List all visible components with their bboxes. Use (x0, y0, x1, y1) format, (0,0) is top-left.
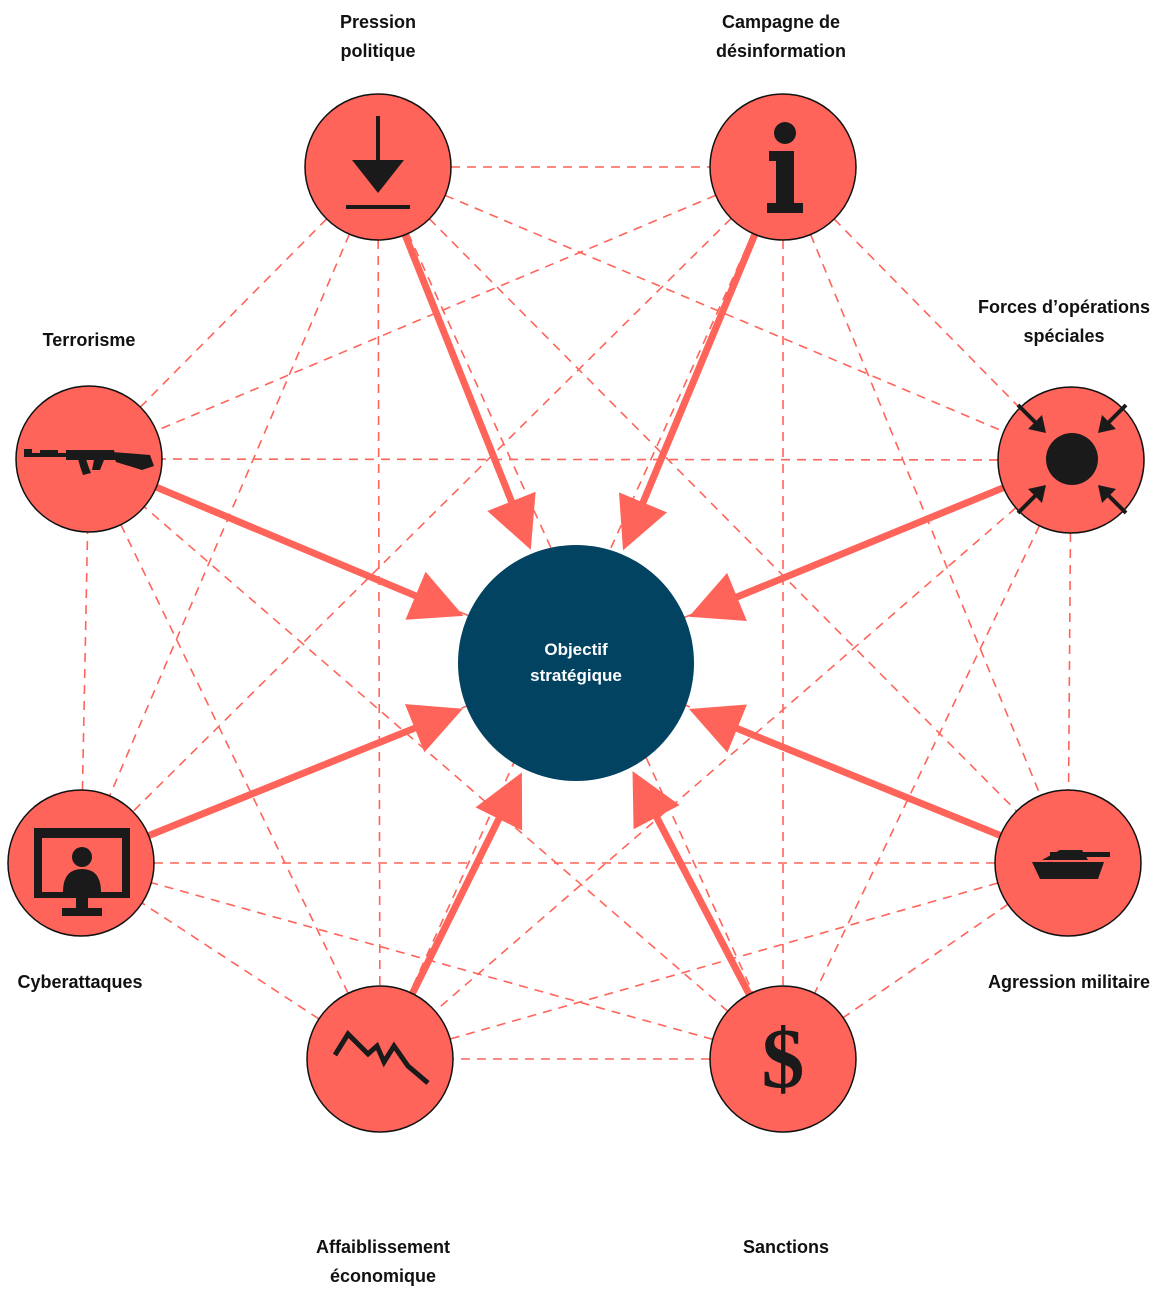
arrow-shaft (147, 723, 420, 839)
dashed-link (139, 218, 328, 408)
arrow-head (632, 771, 680, 830)
label-sanctions: Sanctions (676, 1233, 896, 1262)
label-line: Agression militaire (987, 972, 1151, 992)
arrow-shaft (638, 233, 759, 508)
label-line: désinformation (715, 41, 846, 61)
dashed-link (444, 194, 1005, 433)
label-cyberattacks: Cyberattaques (0, 968, 190, 997)
info-icon (767, 122, 803, 213)
label-line: Cyberattaques (17, 972, 143, 992)
arrow-head (619, 492, 668, 551)
dashed-link (809, 234, 1042, 796)
dashed-link (155, 194, 717, 432)
dashed-link (1067, 532, 1072, 791)
node-terrorism (15, 385, 163, 533)
label-special-forces: Forces d’opérations spéciales (954, 293, 1160, 351)
label-political-pressure: Pression politique (268, 8, 488, 66)
dashed-link (161, 458, 999, 461)
arrows-to-objective (147, 233, 1005, 996)
dashed-link (434, 507, 1017, 1012)
label-line: Forces d’opérations (977, 297, 1151, 317)
dashed-link (813, 525, 1041, 994)
node-disinformation (709, 93, 857, 241)
arrow-to-objective (154, 483, 464, 620)
center-line: stratégique (530, 666, 622, 685)
center-line: Objectif (544, 640, 608, 659)
arrow-to-objective (401, 233, 536, 550)
dashed-link (428, 218, 1018, 812)
arrow-shaft (732, 723, 1002, 839)
node-military-aggression (994, 789, 1142, 937)
dashed-link (842, 903, 1009, 1019)
dashed-link (120, 524, 349, 994)
arrow-head (404, 704, 463, 753)
arrow-shaft (401, 233, 517, 507)
arrow-shaft (154, 483, 421, 601)
node-special-forces (997, 386, 1145, 534)
label-line: Terrorisme (42, 330, 136, 350)
arrow-head (405, 571, 464, 620)
node-political-pressure (304, 93, 452, 241)
hacker-monitor-icon (34, 828, 130, 916)
dashed-link (377, 239, 381, 987)
node-sanctions: $ (709, 985, 857, 1133)
center-objective-label: Objectif stratégique (486, 637, 666, 689)
label-line: Affaiblissement (315, 1237, 451, 1257)
dashed-link (143, 506, 729, 1012)
converging-arrows-icon (1016, 403, 1128, 515)
dollar-icon: $ (762, 1010, 805, 1106)
node-cyberattacks (7, 789, 155, 937)
arrow-to-objective (619, 233, 759, 551)
rifle-icon (24, 449, 154, 475)
arrow-head (689, 704, 747, 753)
arrow-head (688, 572, 747, 622)
arrow-to-objective (688, 484, 1005, 622)
node-circle (709, 985, 857, 1133)
arrow-to-objective (632, 771, 753, 996)
label-line: spéciales (1023, 326, 1105, 346)
label-line: Pression (339, 12, 417, 32)
node-economic-weakening (306, 985, 454, 1133)
dashed-link (132, 217, 732, 813)
label-line: Sanctions (742, 1237, 830, 1257)
label-economic-weakening: Affaiblissement économique (273, 1233, 493, 1291)
arrow-head (475, 772, 523, 831)
center-objective-circle (458, 545, 694, 781)
download-arrow-icon (346, 116, 410, 209)
label-military-aggression: Agression militaire (959, 968, 1160, 997)
falling-chart-icon (332, 1030, 430, 1085)
label-disinformation: Campagne de désinformation (671, 8, 891, 66)
dashed-link (141, 902, 320, 1020)
dashed-link (81, 531, 89, 791)
tank-icon (1032, 850, 1110, 879)
label-line: politique (340, 41, 416, 61)
arrow-shaft (651, 812, 753, 996)
arrow-to-objective (689, 704, 1002, 839)
arrow-shaft (409, 813, 504, 996)
arrow-to-objective (409, 772, 523, 996)
dashed-link (833, 218, 1021, 409)
arrow-to-objective (147, 704, 463, 839)
arrow-head (487, 491, 536, 550)
label-line: économique (329, 1266, 436, 1286)
label-terrorism: Terrorisme (0, 326, 199, 355)
arrow-shaft (731, 484, 1005, 602)
label-line: Campagne de (721, 12, 841, 32)
